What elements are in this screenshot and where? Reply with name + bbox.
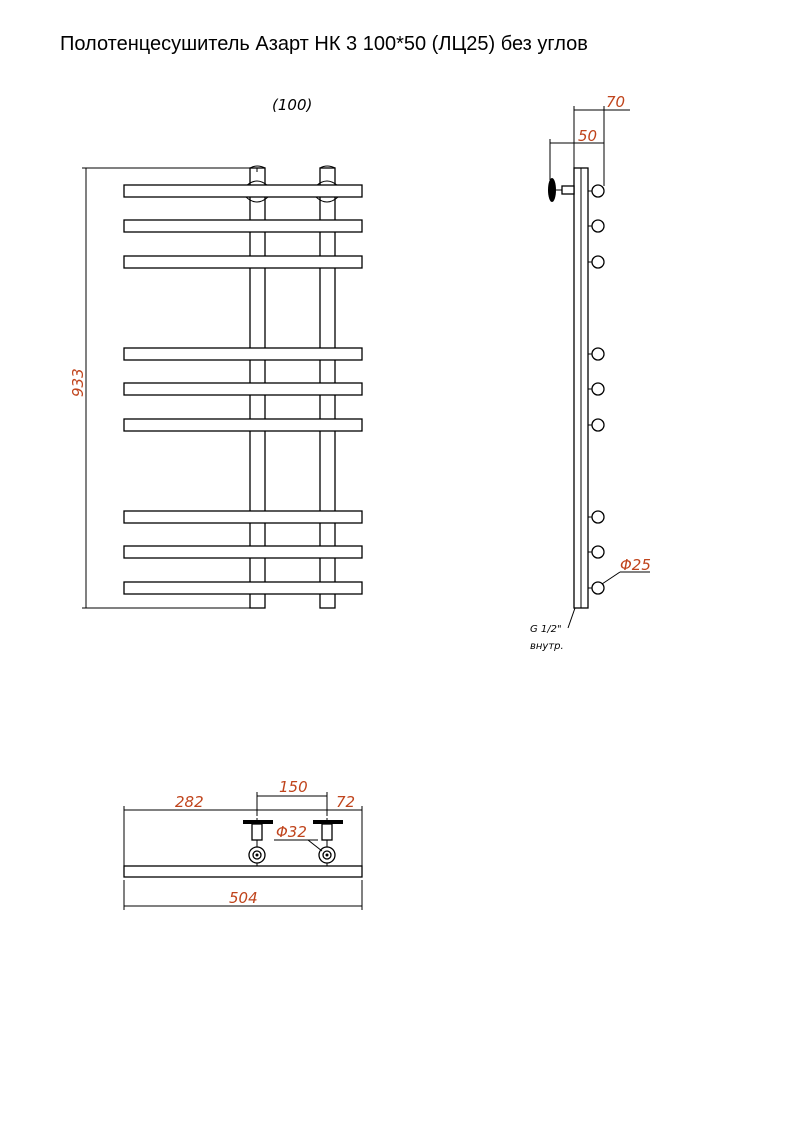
pipe-diameter-callout: Φ32: [274, 823, 323, 852]
rung-end: [591, 219, 605, 233]
side-view: 70 50 Φ25 G 1/2" внутр.: [530, 93, 651, 652]
depth-total-dimension: 70: [573, 93, 630, 186]
rung: [123, 545, 363, 559]
rung-end: [591, 545, 605, 559]
pipe-diameter-label: Φ32: [276, 823, 307, 841]
thread-callout: G 1/2" внутр.: [530, 607, 576, 652]
depth-dimension: 50: [549, 127, 604, 180]
rung-end: [591, 510, 605, 524]
rung: [123, 347, 363, 361]
rung-end: [591, 184, 605, 198]
rung-end: [591, 255, 605, 269]
center-distance-label-top: 150: [279, 778, 308, 796]
rung: [123, 184, 363, 198]
rung: [123, 255, 363, 269]
width-label: 504: [229, 889, 258, 907]
depth-label: 50: [578, 127, 597, 145]
height-label: 933: [69, 368, 87, 397]
depth-total-label: 70: [606, 93, 625, 111]
drawing-title: Полотенцесушитель Азарт НК 3 100*50 (ЛЦ2…: [60, 33, 588, 55]
rung: [123, 418, 363, 432]
top-dimensions: 282 150 72: [123, 778, 363, 866]
height-dimension: 933: [69, 167, 250, 609]
rung-diameter-label: Φ25: [620, 556, 651, 574]
rung-end-circles: [591, 184, 605, 595]
rung: [123, 219, 363, 233]
top-view: 282 150 72 Φ32 504: [123, 778, 363, 910]
connection-left: [243, 818, 273, 866]
rung: [123, 510, 363, 524]
rung-end: [591, 418, 605, 432]
rung-end: [591, 347, 605, 361]
width-dimension: 504: [123, 880, 363, 910]
offset-right-label: 72: [336, 793, 355, 811]
rung: [123, 581, 363, 595]
thread-note: внутр.: [530, 641, 564, 652]
rung-diameter-callout: Φ25: [601, 556, 651, 585]
offset-left-label: 282: [175, 793, 204, 811]
rung: [123, 382, 363, 396]
front-view: 933 (100): [69, 96, 363, 609]
center-distance-label: (100): [272, 96, 312, 114]
rung-end: [591, 382, 605, 396]
rungs: [123, 184, 363, 595]
thread-label: G 1/2": [530, 624, 562, 635]
connection-right: [313, 818, 343, 866]
